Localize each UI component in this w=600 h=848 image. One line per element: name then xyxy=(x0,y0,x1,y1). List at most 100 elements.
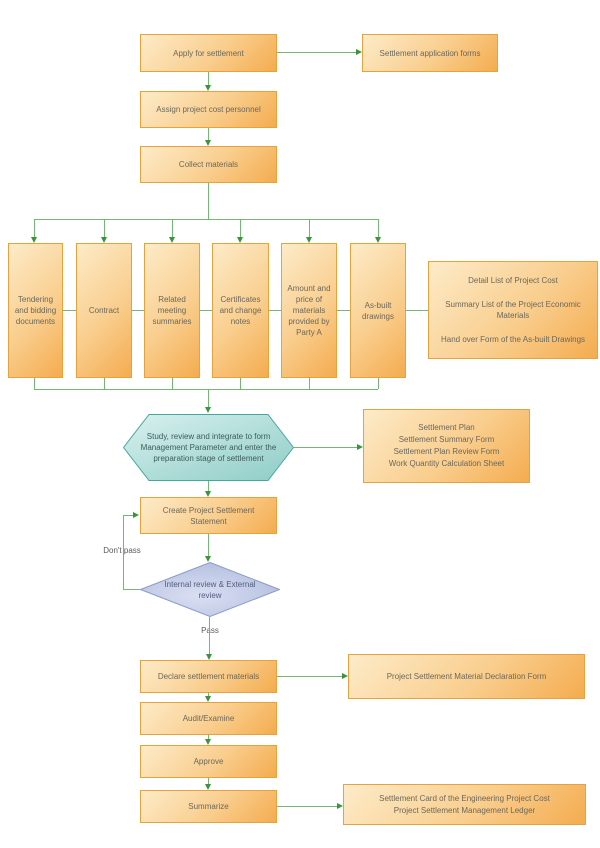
node-declare-settlement-materials: Declare settlement materials xyxy=(140,660,277,693)
arrow-down-icon xyxy=(205,140,211,146)
node-label: Internal review & External review xyxy=(164,579,256,600)
node-assign-project-cost-personnel: Assign project cost personnel xyxy=(140,91,277,128)
arrow-right-icon xyxy=(342,673,348,679)
connector-line xyxy=(208,72,209,85)
connector-line xyxy=(277,52,356,53)
node-label: Approve xyxy=(193,757,224,766)
node-label: Study, review and integrate to form Mana… xyxy=(140,432,277,463)
connector-line xyxy=(209,617,210,654)
connector-line xyxy=(34,219,378,220)
connector-line xyxy=(378,378,379,389)
connector-line xyxy=(104,219,105,237)
node-certificates-change-notes: Certificates and change notes xyxy=(212,243,269,378)
connector-line xyxy=(277,806,337,807)
arrow-down-icon xyxy=(205,784,211,790)
node-label: Collect materials xyxy=(178,160,239,169)
connector-line xyxy=(294,447,357,448)
node-as-built-drawings: As-built drawings xyxy=(350,243,406,378)
connector-line xyxy=(269,310,281,311)
doc-line: Settlement Plan xyxy=(418,423,475,432)
arrow-down-icon xyxy=(205,491,211,497)
connector-line xyxy=(123,515,124,589)
node-tendering-documents: Tendering and bidding documents xyxy=(8,243,63,378)
node-label: Contract xyxy=(88,306,120,315)
connector-line xyxy=(208,534,209,556)
node-declaration-form: Project Settlement Material Declaration … xyxy=(348,654,585,699)
node-collect-materials: Collect materials xyxy=(140,146,277,183)
node-label: Declare settlement materials xyxy=(157,672,260,681)
arrow-right-icon xyxy=(133,512,139,518)
connector-line xyxy=(63,310,76,311)
doc-line: Settlement Plan Review Form xyxy=(393,447,500,456)
connector-line xyxy=(123,589,140,590)
doc-line: Settlement Summary Form xyxy=(398,435,495,444)
node-study-review-integrate: Study, review and integrate to form Mana… xyxy=(123,414,294,481)
connector-line xyxy=(132,310,144,311)
node-approve: Approve xyxy=(140,745,277,778)
arrow-down-icon xyxy=(205,85,211,91)
arrow-down-icon xyxy=(375,237,381,243)
arrow-down-icon xyxy=(237,237,243,243)
arrow-down-icon xyxy=(205,696,211,702)
connector-line xyxy=(34,378,35,389)
node-summarize: Summarize xyxy=(140,790,277,823)
arrow-down-icon xyxy=(31,237,37,243)
arrow-down-icon xyxy=(205,407,211,413)
connector-line xyxy=(337,310,350,311)
connector-line xyxy=(172,219,173,237)
connector-line xyxy=(309,219,310,237)
doc-line: Hand over Form of the As-built Drawings xyxy=(440,335,586,344)
connector-line xyxy=(34,389,378,390)
node-label: Related meeting summaries xyxy=(152,295,192,326)
node-label: Create Project Settlement Statement xyxy=(162,505,255,526)
connector-line xyxy=(208,389,209,407)
connector-line xyxy=(172,378,173,389)
node-label: Settlement application forms xyxy=(379,48,481,58)
node-label: Audit/Examine xyxy=(182,714,235,723)
node-settlement-card-ledger: Settlement Card of the Engineering Proje… xyxy=(343,784,586,825)
connector-line xyxy=(208,183,209,219)
connector-line xyxy=(200,310,212,311)
connector-line xyxy=(34,219,35,237)
arrow-right-icon xyxy=(357,444,363,450)
edge-label-pass: Pass xyxy=(196,626,224,635)
doc-line: Settlement Card of the Engineering Proje… xyxy=(379,793,550,803)
diamond-shape xyxy=(140,562,280,617)
hexagon-shape xyxy=(123,414,294,481)
node-label: Apply for settlement xyxy=(173,48,244,58)
connector-line xyxy=(208,693,209,696)
doc-line: Work Quantity Calculation Sheet xyxy=(388,459,505,468)
connector-line xyxy=(309,378,310,389)
node-audit-examine: Audit/Examine xyxy=(140,702,277,735)
arrow-right-icon xyxy=(356,49,362,55)
node-create-settlement-statement: Create Project Settlement Statement xyxy=(140,497,277,534)
edge-label-dont-pass: Don't pass xyxy=(103,546,141,555)
node-label: Assign project cost personnel xyxy=(156,105,261,114)
connector-line xyxy=(208,778,209,784)
node-detail-lists: Detail List of Project Cost Summary List… xyxy=(428,261,598,359)
connector-line xyxy=(104,378,105,389)
arrow-down-icon xyxy=(206,654,212,660)
doc-line: Project Settlement Management Ledger xyxy=(393,805,536,815)
node-label: Amount and price of materials provided b… xyxy=(287,284,331,337)
arrow-down-icon xyxy=(169,237,175,243)
node-contract: Contract xyxy=(76,243,132,378)
doc-line: Summary List of the Project Economic Mat… xyxy=(445,300,581,320)
node-label: Certificates and change notes xyxy=(219,295,262,326)
arrow-down-icon xyxy=(205,556,211,562)
node-amount-price-materials: Amount and price of materials provided b… xyxy=(281,243,337,378)
node-label: As-built drawings xyxy=(361,300,394,321)
doc-line: Detail List of Project Cost xyxy=(468,276,558,285)
node-apply-for-settlement: Apply for settlement xyxy=(140,34,277,72)
connector-line xyxy=(208,735,209,739)
arrow-right-icon xyxy=(337,803,343,809)
node-label: Project Settlement Material Declaration … xyxy=(386,672,547,681)
connector-line xyxy=(406,310,428,311)
connector-line xyxy=(277,676,342,677)
connector-line xyxy=(240,378,241,389)
node-related-meeting-summaries: Related meeting summaries xyxy=(144,243,200,378)
connector-line xyxy=(123,515,133,516)
node-label: Summarize xyxy=(188,802,229,811)
connector-line xyxy=(208,128,209,140)
